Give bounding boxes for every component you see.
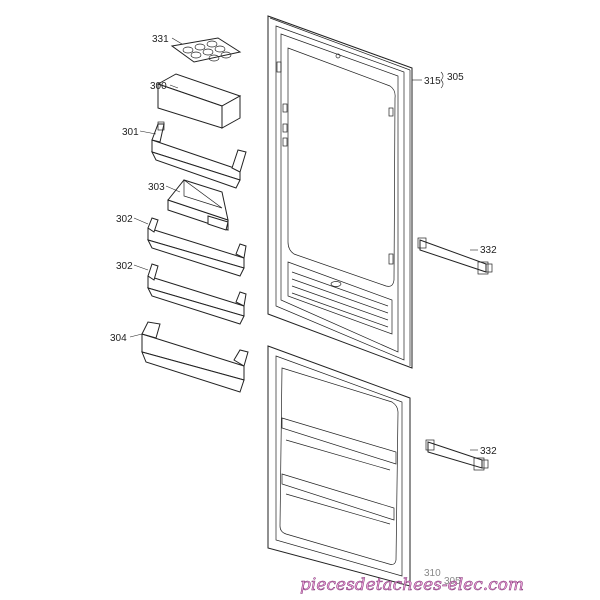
label-brace	[440, 71, 444, 89]
label-freezer-gasket-faint: 305	[444, 576, 461, 587]
freezer-door	[267, 345, 411, 587]
label-freezer-door-faint: 310	[424, 568, 441, 579]
top-shelf-cover	[156, 73, 242, 129]
label-top-shelf-cover: 300	[150, 81, 167, 92]
middle-door-shelf-a	[147, 217, 247, 277]
label-upper-hinge: 332	[480, 245, 497, 256]
label-small-shelf: 303	[148, 182, 165, 193]
watermark: piecesdetachees-elec.com	[300, 575, 524, 595]
upper-door-shelf	[151, 121, 247, 189]
fridge-door	[267, 15, 413, 369]
leader-lines	[129, 37, 478, 451]
label-fridge-door: 305	[447, 72, 464, 83]
label-middle-shelf-a: 302	[116, 214, 133, 225]
label-lower-hinge: 332	[480, 446, 497, 457]
label-egg-tray: 331	[152, 34, 169, 45]
bottle-door-shelf	[141, 321, 249, 393]
middle-door-shelf-b	[147, 263, 247, 325]
upper-hinge	[417, 237, 493, 275]
label-upper-shelf: 301	[122, 127, 139, 138]
lower-hinge	[425, 439, 489, 471]
door-gasket	[269, 17, 411, 366]
small-door-shelf	[167, 179, 229, 231]
label-middle-shelf-b: 302	[116, 261, 133, 272]
label-door-gasket: 315	[424, 76, 441, 87]
label-bottle-shelf: 304	[110, 333, 127, 344]
egg-tray	[170, 37, 242, 63]
